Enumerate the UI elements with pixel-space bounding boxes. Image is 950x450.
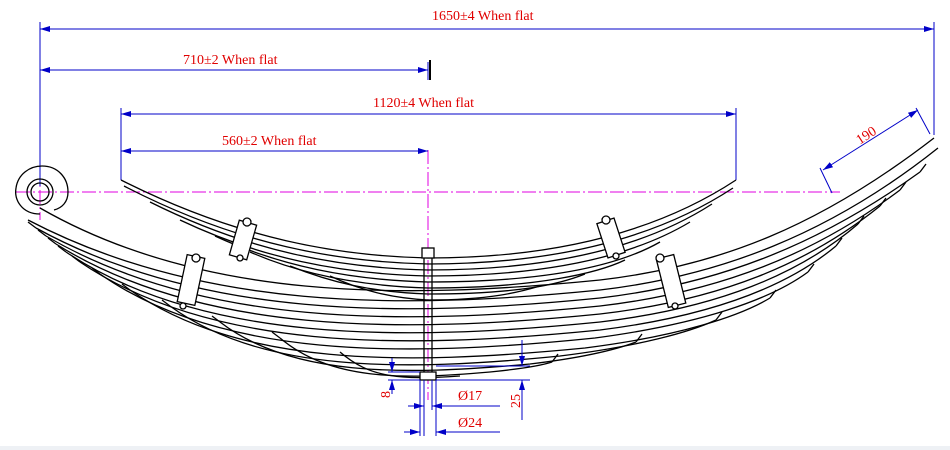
center-bolt	[419, 247, 437, 381]
bolt-projection-label: 25	[509, 394, 524, 408]
clip-left-upper	[228, 217, 258, 262]
front-half-length-label: 710±2 When flat	[183, 53, 278, 68]
bolt-dimension-lines	[388, 340, 530, 436]
clip-right-lower	[655, 253, 687, 310]
bottom-strip	[0, 446, 950, 450]
dimension-lines	[40, 26, 934, 171]
overall-length-label: 1650±4 When flat	[432, 9, 534, 24]
leaf-stack	[27, 137, 939, 379]
bolt-diameter-label: Ø17	[458, 389, 482, 404]
second-leaf-half-label: 560±2 When flat	[222, 134, 317, 149]
extension-lines	[39, 22, 935, 194]
spring-eye	[15, 165, 69, 215]
nut-height-label: 8	[379, 391, 394, 398]
eye-to-clip-label: 190	[854, 124, 880, 148]
dim-eye-to-clip	[822, 109, 919, 171]
second-leaf-length-label: 1120±4 When flat	[373, 96, 474, 111]
clip-right-upper	[596, 215, 626, 260]
bolt-washer-diameter-label: Ø24	[458, 416, 482, 431]
clip-left-lower	[176, 253, 206, 310]
rebound-clips	[176, 215, 687, 310]
